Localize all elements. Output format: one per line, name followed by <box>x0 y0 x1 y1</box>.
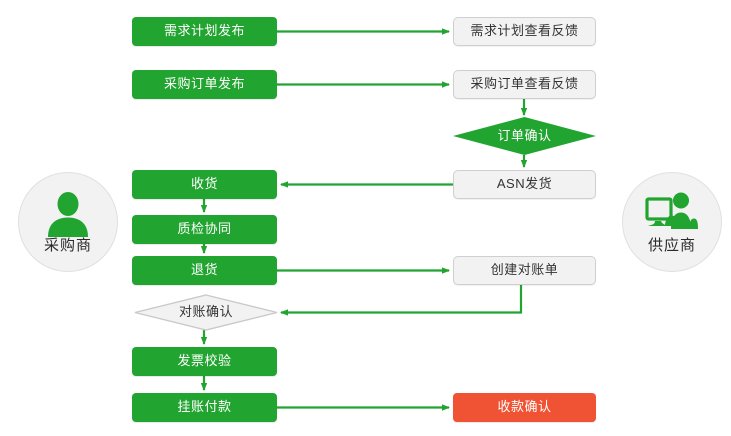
node-payment-receipt-confirm-label: 收款确认 <box>497 399 552 415</box>
node-return-goods-label: 退货 <box>190 262 218 278</box>
node-demand-plan-feedback[interactable]: 需求计划查看反馈 <box>453 17 596 46</box>
actor-supplier[interactable]: 供应商 <box>622 172 722 272</box>
node-statement-confirm[interactable]: 对账确认 <box>134 294 278 331</box>
node-quality-collab[interactable]: 质检协同 <box>132 215 277 244</box>
edge-create-statement-to-statement-confirm <box>280 285 523 316</box>
node-goods-receipt[interactable]: 收货 <box>132 170 277 199</box>
node-asn-shipment[interactable]: ASN发货 <box>453 170 596 199</box>
actor-supplier-label: 供应商 <box>647 237 696 254</box>
node-payment-posting-label: 挂账付款 <box>177 399 232 415</box>
node-po-publish-label: 采购订单发布 <box>163 76 245 92</box>
node-po-publish[interactable]: 采购订单发布 <box>132 70 277 99</box>
node-goods-receipt-label: 收货 <box>190 176 218 192</box>
node-demand-plan-feedback-label: 需求计划查看反馈 <box>470 23 579 39</box>
node-return-goods[interactable]: 退货 <box>132 256 277 285</box>
actor-buyer-label: 采购商 <box>43 237 92 254</box>
person-icon <box>48 192 88 237</box>
node-invoice-verify-label: 发票校验 <box>177 353 232 369</box>
node-po-feedback-label: 采购订单查看反馈 <box>470 76 579 92</box>
node-statement-confirm-label: 对账确认 <box>178 304 233 320</box>
actor-buyer[interactable]: 采购商 <box>18 172 118 272</box>
node-asn-shipment-label: ASN发货 <box>496 176 553 192</box>
node-payment-posting[interactable]: 挂账付款 <box>132 393 277 422</box>
node-quality-collab-label: 质检协同 <box>177 221 232 237</box>
node-demand-plan-publish[interactable]: 需求计划发布 <box>132 17 277 46</box>
node-demand-plan-publish-label: 需求计划发布 <box>163 23 245 39</box>
person-at-computer-icon <box>645 192 698 229</box>
node-order-confirm-label: 订单确认 <box>497 127 552 143</box>
node-order-confirm[interactable]: 订单确认 <box>453 117 596 155</box>
node-create-statement-label: 创建对账单 <box>490 262 559 278</box>
diamond-shape-green <box>453 117 596 155</box>
diamond-shape-grey <box>134 294 278 331</box>
node-po-feedback[interactable]: 采购订单查看反馈 <box>453 70 596 99</box>
node-create-statement[interactable]: 创建对账单 <box>453 256 596 285</box>
node-payment-receipt-confirm[interactable]: 收款确认 <box>453 393 596 422</box>
node-invoice-verify[interactable]: 发票校验 <box>132 347 277 376</box>
